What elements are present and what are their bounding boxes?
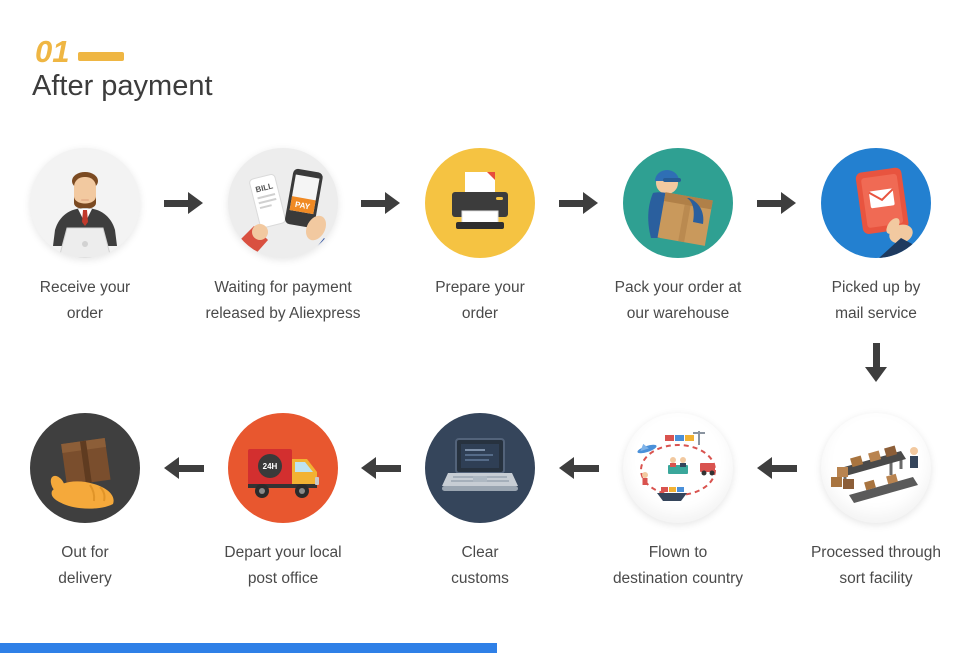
svg-text:24H: 24H (263, 462, 278, 471)
flow-arrow-down (865, 343, 887, 383)
svg-text:PAY: PAY (294, 200, 311, 212)
pack-order-circle (623, 148, 733, 258)
waiting-payment-circle: BILL PAY (228, 148, 338, 258)
mobile-payment-icon: BILL PAY (236, 168, 338, 258)
flow-arrow-left (757, 457, 797, 479)
flow-arrow-right (559, 192, 599, 214)
printer-icon (452, 172, 508, 229)
flow-arrow-right (361, 192, 401, 214)
flow-arrow-left (164, 457, 204, 479)
flow-arrow-left (361, 457, 401, 479)
delivery-truck-icon: 24H (248, 449, 319, 498)
hand-box-icon (50, 438, 114, 509)
conveyor-sorting-icon (831, 445, 918, 503)
sort-facility-circle (821, 413, 931, 523)
prepare-order-circle (425, 148, 535, 258)
clear-customs-circle (425, 413, 535, 523)
person-laptop-icon (53, 172, 117, 258)
accent-bar (78, 52, 124, 61)
section-number: 01 (35, 34, 70, 69)
hand-tablet-mail-icon (855, 167, 931, 258)
depart-post-office-circle: 24H (228, 413, 338, 523)
picked-up-circle (821, 148, 931, 258)
logistics-hub-icon (637, 431, 716, 501)
laptop-icon (442, 438, 518, 491)
flown-to-destination-circle (623, 413, 733, 523)
flow-arrow-right (164, 192, 204, 214)
receive-order-circle (30, 148, 140, 258)
flow-arrow-left (559, 457, 599, 479)
courier-box-icon (648, 170, 713, 246)
out-for-delivery-circle (30, 413, 140, 523)
flow-arrow-right (757, 192, 797, 214)
svg-text:BILL: BILL (255, 181, 275, 194)
bottom-accent-bar (0, 643, 497, 653)
page-title: After payment (32, 70, 213, 102)
